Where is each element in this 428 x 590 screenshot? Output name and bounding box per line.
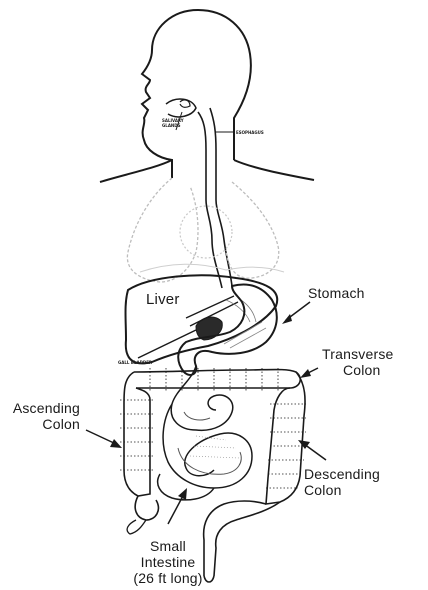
transverse-colon-label: Transverse Colon <box>322 346 394 378</box>
cecum <box>135 496 158 520</box>
salivary-glands-label: SALIVARY GLANDS <box>162 118 184 128</box>
esophagus-wall <box>210 108 232 286</box>
salivary-gland <box>180 100 190 107</box>
gall-bladder-label: GALL BLADDER <box>118 360 152 365</box>
ascending-colon <box>124 372 150 496</box>
small-intestine-arrow <box>168 488 187 524</box>
ascending-haustra <box>120 400 154 470</box>
right-lung <box>226 182 279 278</box>
esophagus-label: ESOPHAGUS <box>236 130 264 135</box>
small-intestine-label: Small Intestine (26 ft long) <box>118 538 218 586</box>
head-outline <box>142 10 251 178</box>
small-label-line-1: Small <box>118 538 218 554</box>
stomach-label: Stomach <box>308 285 365 301</box>
esophagus <box>198 112 222 288</box>
gallbladder-leader <box>138 330 196 358</box>
descending-label-line-2: Colon <box>304 482 380 498</box>
small-intestine-shading <box>190 436 240 458</box>
salivary-label-line-2: GLANDS <box>162 123 184 128</box>
small-intestine <box>158 366 252 500</box>
descending-label-line-1: Descending <box>304 466 380 482</box>
ascending-label-line-2: Colon <box>6 416 80 432</box>
transverse-arrow <box>300 368 318 378</box>
small-label-line-3: (26 ft long) <box>118 570 218 586</box>
descending-colon <box>266 372 305 504</box>
ascending-label-line-1: Ascending <box>6 400 80 416</box>
descending-colon-label: Descending Colon <box>304 466 380 498</box>
small-label-line-2: Intestine <box>118 554 218 570</box>
left-shoulder <box>100 160 172 182</box>
transverse-label-line-2: Colon <box>322 362 394 378</box>
diaphragm <box>140 264 284 272</box>
transverse-label-line-1: Transverse <box>322 346 394 362</box>
stomach-arrow <box>282 302 310 324</box>
heart <box>180 206 232 258</box>
small-intestine-inner <box>178 412 241 474</box>
liver-label: Liver <box>146 292 180 308</box>
stomach-folds <box>224 322 266 348</box>
stomach <box>178 285 277 375</box>
ascending-colon-label: Ascending Colon <box>6 400 80 432</box>
transverse-colon <box>134 370 300 389</box>
right-shoulder <box>234 160 314 180</box>
ascending-arrow <box>86 430 122 448</box>
appendix <box>127 520 146 534</box>
